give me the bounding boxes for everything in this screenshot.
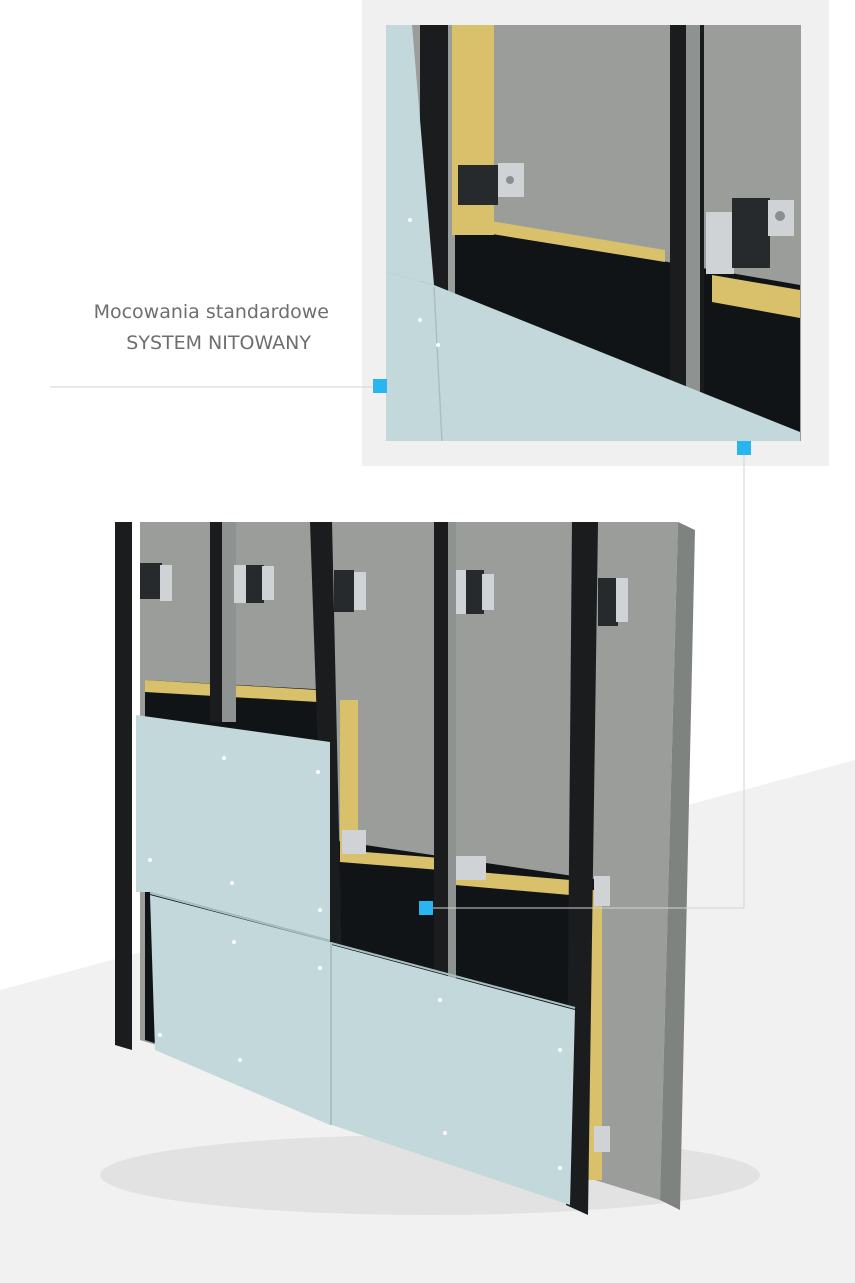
bracket-6 [342, 830, 366, 854]
rail-2 [210, 522, 222, 722]
bracket-9 [594, 1126, 610, 1152]
detail-leader-line [432, 455, 745, 909]
bracket-1 [140, 563, 172, 601]
bracket-8 [594, 876, 610, 906]
inset-panel-vertical [386, 25, 434, 285]
inset-view [386, 25, 801, 442]
inset-wool-horizontal [455, 215, 665, 262]
caption-subtitle: SYSTEM NITOWANY [126, 332, 311, 354]
bracket-5 [598, 578, 628, 626]
bracket-4 [456, 570, 494, 614]
concrete-wall-side [660, 522, 695, 1210]
rail-4-web [448, 522, 456, 982]
detail-inset [362, 0, 829, 466]
inset-rail-right-web [686, 25, 700, 395]
panel-rivets [148, 756, 562, 1170]
cladding-panel-bottom-left [150, 895, 330, 1125]
inset-bracket-lower [706, 198, 794, 274]
rail-2-web [222, 522, 236, 722]
caption-title: Mocowania standardowe [93, 301, 329, 323]
cladding-panel-top-left [136, 715, 330, 940]
inset-bracket-upper [458, 163, 524, 205]
inset-marker [737, 441, 751, 455]
rail-1 [115, 522, 132, 1050]
bracket-3 [334, 570, 366, 612]
inset-panel-bottom [386, 272, 800, 441]
bracket-7 [456, 856, 486, 880]
caption-marker [373, 379, 387, 393]
wool-strip-vertical [340, 700, 358, 855]
bracket-2 [234, 565, 274, 603]
cladding-panel-bottom-right [332, 945, 575, 1205]
main-facade [115, 522, 695, 1215]
callout-leaders [50, 379, 751, 915]
inset-wool-horizontal-right [712, 275, 800, 318]
rail-4 [434, 522, 448, 982]
wool-strip-middle [340, 850, 440, 870]
facade-marker [419, 901, 433, 915]
